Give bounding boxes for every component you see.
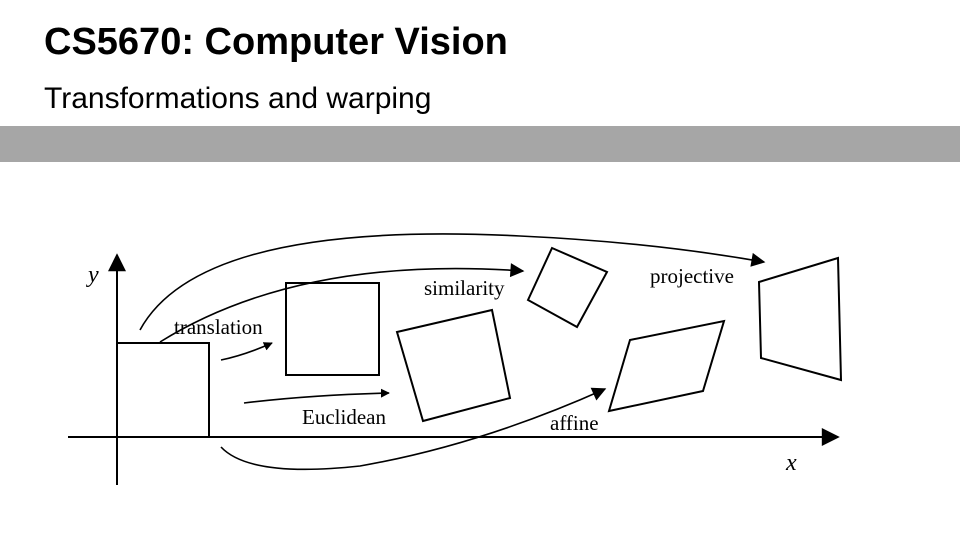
similarity-label: similarity — [424, 276, 505, 300]
x-axis-label: x — [785, 450, 797, 476]
similarity-arrow — [159, 263, 525, 343]
axes — [68, 253, 840, 485]
euclidean-square — [395, 308, 512, 423]
arrows — [139, 233, 766, 471]
euclidean-label: Euclidean — [302, 405, 386, 429]
title-band — [0, 126, 960, 162]
projective-quad — [757, 256, 843, 382]
translation-label: translation — [174, 315, 263, 339]
affine-label: affine — [550, 411, 599, 435]
projective-arrow — [139, 233, 766, 331]
projective-label: projective — [650, 264, 734, 288]
shapes — [117, 246, 843, 437]
y-axis-label: y — [86, 262, 99, 288]
slide-subtitle: Transformations and warping — [44, 82, 432, 115]
euclidean-arrow — [243, 388, 390, 404]
affine-arrow — [220, 387, 607, 471]
translation-arrow — [220, 342, 273, 361]
similarity-square — [526, 246, 609, 329]
transformation-labels: translation Euclidean similarity affine … — [174, 264, 734, 435]
translated-square — [285, 282, 380, 376]
affine-parallelogram — [607, 319, 726, 413]
slide-title: CS5670: Computer Vision — [44, 21, 508, 63]
original-square — [117, 342, 210, 437]
